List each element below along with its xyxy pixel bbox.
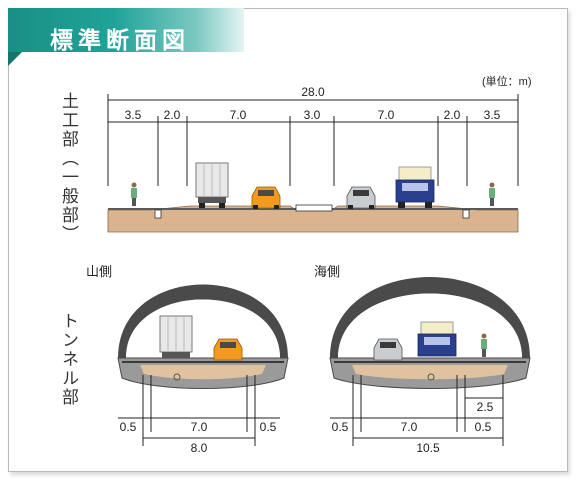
earthwork-segment-6: 2.0: [444, 108, 461, 122]
earthwork-section-label: 土工部（一般部）: [58, 92, 78, 244]
mountain-dimension-lines: [118, 375, 280, 446]
orange-car-icon: [251, 186, 281, 209]
left-drain: [154, 209, 162, 219]
tunnel-section-label: トンネル部: [58, 312, 78, 407]
pedestrian-icon: [489, 182, 495, 206]
sea-carriageway: 7.0: [401, 420, 418, 434]
earthwork-total-width: 28.0: [301, 85, 325, 99]
earthwork-segment-4: 3.0: [304, 108, 321, 122]
sea-side-label: 海側: [314, 264, 340, 279]
earthwork-segment-5: 7.0: [378, 108, 395, 122]
sea-walkway: 2.5: [477, 400, 494, 414]
banner-fold: [8, 52, 22, 66]
mountain-total: 8.0: [191, 441, 208, 455]
silver-car-icon: [346, 186, 376, 209]
blue-truck-icon: [395, 166, 435, 208]
sea-left-margin: 0.5: [332, 420, 349, 434]
blue-truck-icon: [417, 321, 457, 357]
unit-label: (単位：m): [482, 74, 532, 88]
white-truck-icon: [159, 315, 193, 358]
earthwork-segment-2: 2.0: [164, 108, 181, 122]
mountain-tunnel: [117, 284, 289, 389]
earthwork-dimension-lines: [107, 94, 519, 186]
earthwork-segment-1: 3.5: [125, 108, 142, 122]
mountain-right-margin: 0.5: [260, 420, 277, 434]
mountain-carriageway: 7.0: [191, 420, 208, 434]
silver-car-icon: [373, 338, 403, 361]
earthwork-ground: [107, 205, 519, 233]
sea-right-margin: 0.5: [475, 420, 492, 434]
orange-car-icon: [213, 338, 243, 361]
earthwork-segment-3: 7.0: [230, 108, 247, 122]
white-truck-icon: [195, 162, 229, 208]
sea-total: 10.5: [416, 441, 440, 455]
sea-dimension-lines: [330, 375, 504, 446]
pedestrian-icon: [131, 182, 137, 206]
title-banner: 標準断面図: [8, 8, 244, 54]
page-title: 標準断面図: [50, 28, 190, 54]
mountain-side-label: 山側: [86, 264, 112, 279]
mountain-left-margin: 0.5: [120, 420, 137, 434]
right-drain: [462, 209, 470, 219]
median-barrier: [295, 204, 333, 212]
diagram-frame: [8, 8, 568, 472]
pedestrian-icon: [481, 333, 487, 357]
earthwork-segment-7: 3.5: [484, 108, 501, 122]
